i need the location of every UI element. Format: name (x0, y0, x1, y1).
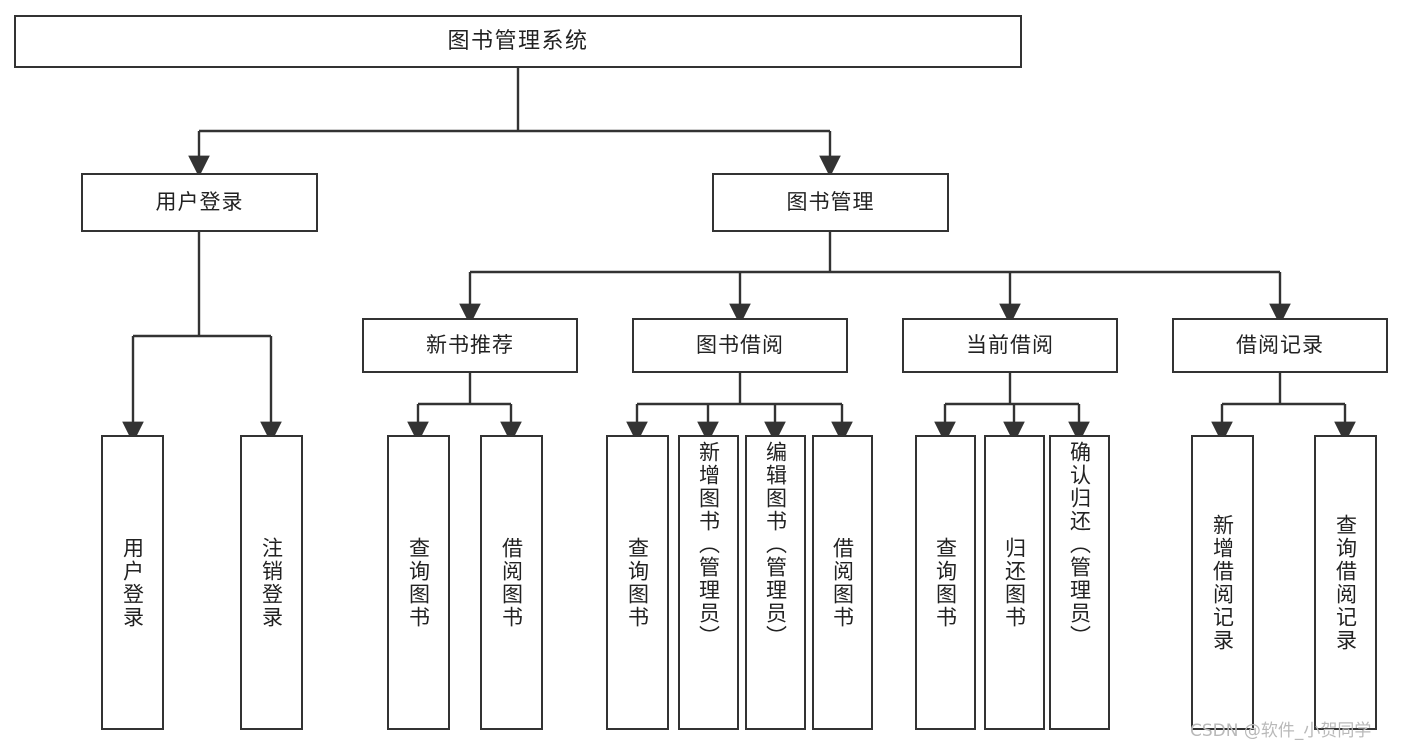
leaf-query-book-borrow[interactable]: 查询图书 (606, 435, 669, 730)
leaf-logout[interactable]: 注销登录 (240, 435, 303, 730)
leaf-return-book[interactable]: 归还图书 (984, 435, 1045, 730)
node-book-borrow[interactable]: 图书借阅 (632, 318, 848, 373)
node-label: 查询图书 (933, 536, 958, 629)
node-borrow-record[interactable]: 借阅记录 (1172, 318, 1388, 373)
node-label: 图书管理系统 (447, 28, 589, 54)
node-label: 查询图书 (406, 536, 431, 629)
node-label: 新增借阅记录 (1210, 513, 1235, 652)
leaf-query-borrow-record[interactable]: 查询借阅记录 (1314, 435, 1377, 730)
node-label: 新书推荐 (426, 333, 514, 358)
node-label: 当前借阅 (966, 333, 1054, 358)
leaf-borrow-book-recommend[interactable]: 借阅图书 (480, 435, 543, 730)
csdn-watermark: CSDN @软件_小贺同学 (1190, 721, 1372, 741)
node-label: 确认归还（管理员） (1067, 441, 1092, 648)
node-label: 图书借阅 (696, 333, 784, 358)
node-label: 借阅图书 (830, 536, 855, 629)
node-label: 图书管理 (786, 190, 875, 215)
node-current-borrow[interactable]: 当前借阅 (902, 318, 1118, 373)
node-label: 归还图书 (1002, 536, 1027, 629)
leaf-add-borrow-record[interactable]: 新增借阅记录 (1191, 435, 1254, 730)
leaf-edit-book-admin[interactable]: 编辑图书（管理员） (745, 435, 806, 730)
node-label: 注销登录 (259, 536, 284, 629)
node-new-book-recommend[interactable]: 新书推荐 (362, 318, 578, 373)
node-label: 新增图书（管理员） (696, 441, 721, 648)
node-root-book-management-system[interactable]: 图书管理系统 (14, 15, 1022, 68)
node-user-login[interactable]: 用户登录 (81, 173, 318, 232)
leaf-confirm-return-admin[interactable]: 确认归还（管理员） (1049, 435, 1110, 730)
leaf-user-login[interactable]: 用户登录 (101, 435, 164, 730)
node-label: 查询图书 (625, 536, 650, 629)
node-label: 用户登录 (155, 190, 244, 215)
node-label: 用户登录 (120, 536, 145, 629)
node-label: 编辑图书（管理员） (763, 441, 788, 648)
node-label: 查询借阅记录 (1333, 513, 1358, 652)
leaf-query-book-current[interactable]: 查询图书 (915, 435, 976, 730)
leaf-borrow-book[interactable]: 借阅图书 (812, 435, 873, 730)
leaf-query-book-recommend[interactable]: 查询图书 (387, 435, 450, 730)
leaf-add-book-admin[interactable]: 新增图书（管理员） (678, 435, 739, 730)
node-book-management[interactable]: 图书管理 (712, 173, 949, 232)
node-label: 借阅记录 (1236, 333, 1324, 358)
node-label: 借阅图书 (499, 536, 524, 629)
